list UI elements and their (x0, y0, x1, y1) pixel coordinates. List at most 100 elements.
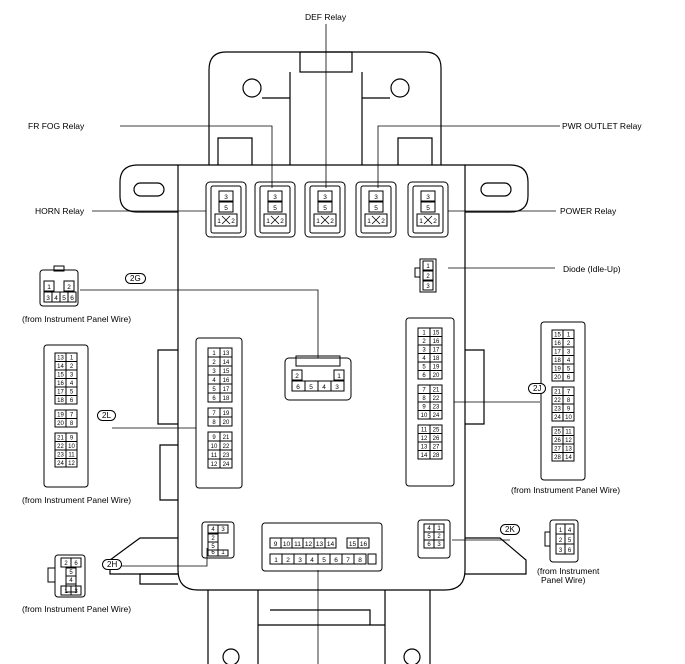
c2g-ip-pin-6: 6 (70, 295, 74, 302)
c2j-pin-6: 6 (422, 373, 426, 379)
c2k-pin-1: 1 (437, 526, 441, 532)
c2h-pin-5: 5 (211, 544, 215, 550)
c2j-pin-22: 22 (433, 396, 440, 402)
c2j-pin-10: 10 (421, 413, 428, 419)
c2g-pin-3: 3 (335, 384, 339, 391)
fr-fog-relay-label: FR FOG Relay (28, 121, 85, 131)
c2h-pin-2: 2 (211, 536, 215, 542)
diode-pin-3: 3 (426, 284, 430, 290)
relay-pin-1: 1 (316, 218, 320, 225)
horn-relay-label: HORN Relay (35, 206, 85, 216)
relay-pin-3: 3 (374, 194, 378, 201)
c2j-pin-12: 12 (421, 436, 428, 442)
c2h-ip-pin-4: 4 (69, 578, 73, 584)
bottom-pin-13: 13 (316, 541, 324, 548)
from-ip-wire-label-2k-line1: (from Instrument (537, 566, 600, 576)
c2g-pin-5: 5 (309, 384, 313, 391)
c2k-pin-4: 4 (427, 526, 431, 532)
c2l-pin-16: 16 (223, 378, 230, 384)
bottom-pin-2: 2 (286, 557, 290, 564)
c2j-ip-pin-14: 14 (565, 455, 572, 461)
c2l-ip-pin-11: 11 (68, 453, 75, 459)
relay-pin-2: 2 (231, 218, 235, 225)
c2j-pin-23: 23 (433, 405, 440, 411)
c2g-pin-1: 1 (337, 373, 341, 380)
c2g-ip-pin-5: 5 (62, 295, 66, 302)
c2k-ip-pin-1: 1 (559, 528, 563, 534)
relay-pin-5: 5 (426, 205, 430, 212)
c2l-pin-5: 5 (212, 387, 216, 393)
from-ip-wire-label-2g: (from Instrument Panel Wire) (22, 314, 132, 324)
from-ip-wire-label-2l: (from Instrument Panel Wire) (22, 495, 132, 505)
c2g-pin-4: 4 (322, 384, 326, 391)
c2l-pin-21: 21 (223, 435, 230, 441)
relay-pin-3: 3 (426, 194, 430, 201)
relay-pin-5: 5 (374, 205, 378, 212)
c2g-pin-6: 6 (296, 384, 300, 391)
c2l-pin-11: 11 (211, 453, 218, 459)
c2h-pin-4: 4 (211, 527, 215, 533)
diode-pin-2: 2 (426, 274, 430, 280)
relay-pin-2: 2 (381, 218, 385, 225)
c2l-pin-12: 12 (211, 462, 218, 468)
power-relay-label: POWER Relay (560, 206, 617, 216)
diode-label: Diode (Idle-Up) (563, 264, 621, 274)
c2j-ip-pin-15: 15 (554, 333, 561, 339)
c2l-ip-pin-8: 8 (70, 421, 74, 427)
c2j-pin-3: 3 (422, 348, 426, 354)
c2j-ip-pin-2: 2 (567, 341, 571, 347)
bottom-pin-10: 10 (283, 541, 291, 548)
relay-pin-3: 3 (323, 194, 327, 201)
c2h-ip-pin-3: 3 (74, 589, 78, 595)
c2l-ip-pin-4: 4 (70, 381, 74, 387)
c2j-ip-pin-6: 6 (567, 375, 571, 381)
c2j-pin-14: 14 (421, 453, 428, 459)
c2l-pin-13: 13 (223, 351, 230, 357)
c2j-ip-pin-16: 16 (554, 341, 561, 347)
c2l-pin-24: 24 (223, 462, 230, 468)
c2l-ip-pin-7: 7 (70, 413, 74, 419)
c2k-ip-pin-5: 5 (568, 538, 572, 544)
c2j-pin-26: 26 (433, 436, 440, 442)
def-relay-label: DEF Relay (305, 12, 347, 22)
main-block-body (177, 164, 466, 591)
c2j-pin-27: 27 (433, 445, 440, 451)
c2h-ip-pin-1: 1 (64, 589, 68, 595)
diode-idle-up: 123 (414, 258, 437, 293)
relay-pin-2: 2 (433, 218, 437, 225)
relay-pin-5: 5 (323, 205, 327, 212)
c2l-pin-14: 14 (223, 360, 230, 366)
c2j-ip-pin-26: 26 (554, 438, 561, 444)
c2j-ip-pin-21: 21 (554, 390, 561, 396)
c2j-ip-pin-22: 22 (554, 398, 561, 404)
c2k-ip-pin-4: 4 (568, 528, 572, 534)
right-ear (465, 164, 529, 213)
c2k-ip-pin-3: 3 (559, 548, 563, 554)
c2j-ip-pin-19: 19 (554, 367, 561, 373)
c2l-ip-pin-14: 14 (57, 364, 64, 370)
c2l-pin-2: 2 (212, 360, 216, 366)
c2l-ip-pin-17: 17 (57, 390, 64, 396)
c2j-ip-pin-9: 9 (567, 407, 571, 413)
c2l-ip-pin-16: 16 (57, 381, 64, 387)
connector-code-2l: 2L (97, 410, 116, 421)
c2j-pin-13: 13 (421, 445, 428, 451)
c2j-ip-pin-20: 20 (554, 375, 561, 381)
bottom-pin-7: 7 (346, 557, 350, 564)
c2k-pin-5: 5 (427, 534, 431, 540)
c2j-ip-pin-3: 3 (567, 350, 571, 356)
c2l-ip-pin-9: 9 (70, 436, 74, 442)
c2l-ip-pin-10: 10 (68, 444, 75, 450)
c2h-ip-pin-5: 5 (69, 570, 73, 576)
c2h-pin-3: 3 (221, 527, 225, 533)
c2l-pin-9: 9 (212, 435, 216, 441)
relay-pin-1: 1 (266, 218, 270, 225)
c2l-ip-pin-6: 6 (70, 398, 74, 404)
